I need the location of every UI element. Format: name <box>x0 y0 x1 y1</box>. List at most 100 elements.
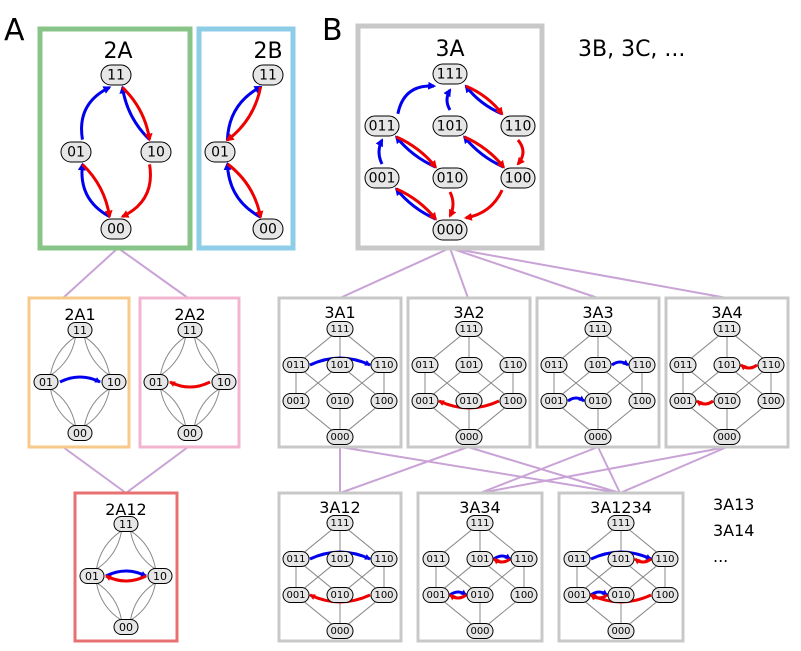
red-arrow <box>81 163 113 219</box>
svg-text:11: 11 <box>73 324 87 337</box>
red-arrow <box>634 557 652 565</box>
svg-text:010: 010 <box>330 590 349 601</box>
svg-text:011: 011 <box>369 119 396 135</box>
thin-edge <box>130 582 157 621</box>
state-node: 111 <box>713 321 741 337</box>
thin-edge <box>50 388 77 427</box>
state-node: 101 <box>326 551 354 567</box>
state-node: 000 <box>432 219 468 241</box>
state-node: 101 <box>432 115 468 137</box>
state-node: 001 <box>540 393 568 409</box>
svg-text:011: 011 <box>286 554 305 565</box>
svg-text:101: 101 <box>330 554 349 565</box>
red-arrow <box>465 84 504 116</box>
blue-arrow <box>77 162 111 218</box>
red-arrow <box>121 86 153 142</box>
hierarchy-line <box>467 446 621 494</box>
state-node: 010 <box>455 393 483 409</box>
svg-text:00: 00 <box>73 427 87 440</box>
svg-text:110: 110 <box>655 554 674 565</box>
panel-letter-a: A <box>4 13 25 48</box>
state-node: 001 <box>411 393 439 409</box>
svg-text:101: 101 <box>717 360 736 371</box>
state-node: 011 <box>422 551 450 567</box>
thin-edge <box>193 336 220 376</box>
state-node: 00 <box>100 218 132 240</box>
red-arrow <box>516 139 525 166</box>
svg-text:100: 100 <box>655 590 674 601</box>
title-3A34: 3A34 <box>459 498 500 517</box>
svg-text:11: 11 <box>119 518 133 531</box>
thin-edge <box>129 582 156 621</box>
thin-edge <box>159 388 186 427</box>
state-node: 10 <box>147 568 173 584</box>
svg-text:001: 001 <box>567 590 586 601</box>
state-node: 100 <box>500 167 536 189</box>
svg-text:011: 011 <box>426 554 445 565</box>
svg-text:011: 011 <box>286 360 305 371</box>
state-node: 010 <box>607 587 635 603</box>
svg-text:000: 000 <box>330 432 349 443</box>
svg-text:001: 001 <box>369 171 396 187</box>
svg-text:111: 111 <box>330 324 349 335</box>
state-node: 110 <box>370 551 398 567</box>
svg-text:000: 000 <box>330 626 349 637</box>
hierarchy-line <box>339 446 621 494</box>
title-3A1: 3A1 <box>324 303 355 322</box>
thin-edge <box>129 530 156 570</box>
svg-text:110: 110 <box>632 360 651 371</box>
title-3A: 3A <box>435 37 464 62</box>
state-node: 010 <box>326 587 354 603</box>
hierarchy-line <box>62 247 119 299</box>
svg-text:11: 11 <box>183 324 197 337</box>
svg-text:111: 111 <box>611 518 630 529</box>
state-node: 110 <box>510 551 538 567</box>
svg-text:111: 111 <box>470 518 489 529</box>
state-node: 001 <box>364 167 400 189</box>
state-node: 00 <box>67 425 93 441</box>
blue-arrow <box>80 86 112 140</box>
hierarchy-line <box>125 446 189 494</box>
svg-text:110: 110 <box>505 119 532 135</box>
svg-text:001: 001 <box>544 396 563 407</box>
title-3A2: 3A2 <box>453 303 484 322</box>
svg-text:11: 11 <box>259 68 277 84</box>
state-node: 101 <box>713 357 741 373</box>
state-node: 11 <box>67 322 93 338</box>
state-node: 011 <box>563 551 591 567</box>
blue-arrow <box>105 569 147 578</box>
state-node: 01 <box>143 374 169 390</box>
state-node: 000 <box>326 623 354 639</box>
state-node: 101 <box>584 357 612 373</box>
note-more-1: 3A13 <box>713 495 754 514</box>
red-arrow <box>740 363 758 371</box>
state-node: 001 <box>282 393 310 409</box>
svg-text:101: 101 <box>459 360 478 371</box>
svg-text:01: 01 <box>39 376 53 389</box>
hierarchy-lines <box>62 247 728 494</box>
state-node: 11 <box>113 516 139 532</box>
hierarchy-line <box>449 247 469 299</box>
red-arrow <box>395 187 437 221</box>
svg-text:010: 010 <box>437 171 464 187</box>
state-node: 00 <box>177 425 203 441</box>
thin-edge <box>95 582 122 621</box>
state-node: 010 <box>432 167 468 189</box>
svg-text:01: 01 <box>85 570 99 583</box>
title-3A12: 3A12 <box>319 498 360 517</box>
state-node: 110 <box>499 357 527 373</box>
svg-text:010: 010 <box>459 396 478 407</box>
note-other-cases: 3B, 3C, ... <box>578 37 685 62</box>
svg-text:111: 111 <box>330 518 349 529</box>
state-node: 011 <box>411 357 439 373</box>
state-node: 11 <box>100 64 132 86</box>
state-node: 11 <box>177 322 203 338</box>
state-node: 101 <box>466 551 494 567</box>
blue-arrow <box>396 81 437 115</box>
